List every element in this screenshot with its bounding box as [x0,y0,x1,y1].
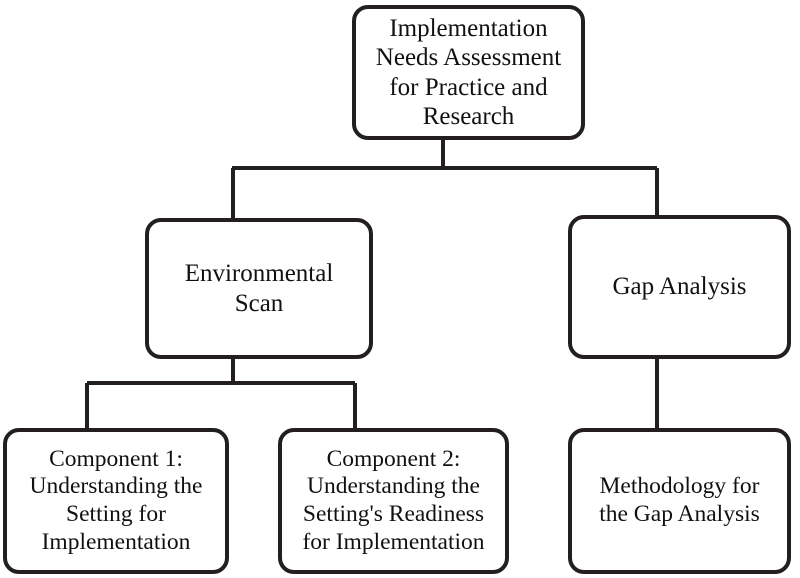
node-label-environmental-scan: Environmental Scan [184,260,334,317]
node-implementation-needs-assessment[interactable]: Implementation Needs Assessment for Prac… [352,5,585,140]
node-component-2[interactable]: Component 2: Understanding the Setting's… [278,428,509,574]
node-gap-analysis[interactable]: Gap Analysis [568,215,791,359]
node-label-component-2: Component 2: Understanding the Setting's… [302,445,485,555]
node-environmental-scan[interactable]: Environmental Scan [145,218,373,359]
node-label-gap-analysis: Gap Analysis [612,273,747,301]
node-label-methodology: Methodology for the Gap Analysis [599,473,760,527]
node-label-root: Implementation Needs Assessment for Prac… [375,14,562,131]
node-label-component-1: Component 1: Understanding the Setting f… [29,445,203,555]
node-methodology[interactable]: Methodology for the Gap Analysis [568,428,791,574]
node-component-1[interactable]: Component 1: Understanding the Setting f… [3,428,229,574]
